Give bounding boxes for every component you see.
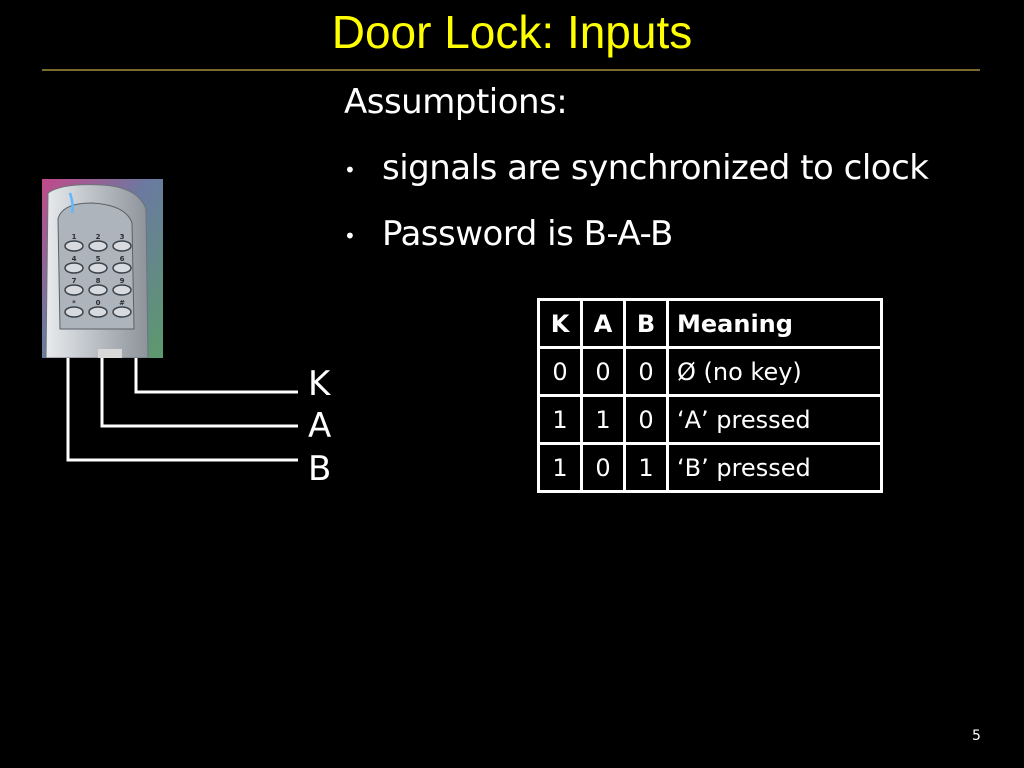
table-cell: 1 (580, 394, 626, 445)
keypad-key: 8 (88, 277, 108, 296)
table-cell: 1 (537, 442, 583, 493)
bullet-text: signals are synchronized to clock (382, 148, 929, 188)
bullet-dot: • (344, 223, 356, 248)
keypad-key-label: 9 (120, 277, 125, 285)
assumptions-heading: Assumptions: (344, 82, 568, 122)
wire-k (134, 358, 298, 394)
keypad-key: 6 (112, 255, 132, 274)
table-cell: 0 (580, 346, 626, 397)
bullet-text: Password is B-A-B (382, 214, 673, 254)
keypad-key: 5 (88, 255, 108, 274)
keypad-key-label: 7 (72, 277, 77, 285)
column-header-b: B (623, 298, 669, 349)
keypad-key: * (64, 299, 84, 318)
table-cell: 1 (623, 442, 669, 493)
keypad-key-label: # (119, 299, 125, 307)
table-cell: 1 (537, 394, 583, 445)
table-cell: Ø (no key) (666, 346, 883, 397)
wire-b (66, 358, 298, 462)
table-row: 0 0 0 Ø (no key) (537, 346, 883, 397)
signal-label-a: A (308, 406, 332, 446)
keypad-key: 9 (112, 277, 132, 296)
column-header-meaning: Meaning (666, 298, 883, 349)
keypad-key: 3 (112, 233, 132, 252)
bullet-item: • Password is B-A-B (344, 212, 673, 258)
keypad-key-label: 3 (120, 233, 125, 241)
keypad-key-label: 1 (72, 233, 77, 241)
table-cell: 0 (623, 346, 669, 397)
keypad-key-label: 2 (96, 233, 101, 241)
table-cell: 0 (580, 442, 626, 493)
column-header-a: A (580, 298, 626, 349)
truth-table: K A B Meaning 0 0 0 Ø (no key) 1 1 0 ‘A’… (537, 298, 883, 493)
slide-title: Door Lock: Inputs (331, 6, 693, 58)
table-cell: ‘A’ pressed (666, 394, 883, 445)
signal-label-k: K (308, 364, 331, 404)
table-row: 1 0 1 ‘B’ pressed (537, 442, 883, 493)
keypad-key: # (112, 299, 132, 318)
table-row: 1 1 0 ‘A’ pressed (537, 394, 883, 445)
keypad-key-label: 6 (120, 255, 125, 263)
keypad-key-label: * (72, 299, 76, 307)
table-header-row: K A B Meaning (537, 298, 883, 349)
column-header-k: K (537, 298, 583, 349)
title-divider (42, 69, 980, 71)
keypad-key-label: 4 (72, 255, 77, 263)
page-number: 5 (972, 728, 981, 744)
keypad-key-label: 5 (96, 255, 101, 263)
table-cell: 0 (537, 346, 583, 397)
keypad-key: 1 (64, 233, 84, 252)
table-cell: 0 (623, 394, 669, 445)
bullet-dot: • (344, 157, 356, 182)
keypad-key-label: 8 (96, 277, 101, 285)
keypad-image: 1 2 3 4 5 6 7 8 9 * 0 # (42, 179, 163, 358)
signal-label-b: B (308, 449, 332, 489)
keypad-key: 0 (88, 299, 108, 318)
wire-a (100, 358, 298, 428)
bullet-item: • signals are synchronized to clock (344, 146, 929, 192)
keypad-key: 4 (64, 255, 84, 274)
table-cell: ‘B’ pressed (666, 442, 883, 493)
keypad-key: 7 (64, 277, 84, 296)
keypad-key-label: 0 (96, 299, 101, 307)
keypad-key: 2 (88, 233, 108, 252)
